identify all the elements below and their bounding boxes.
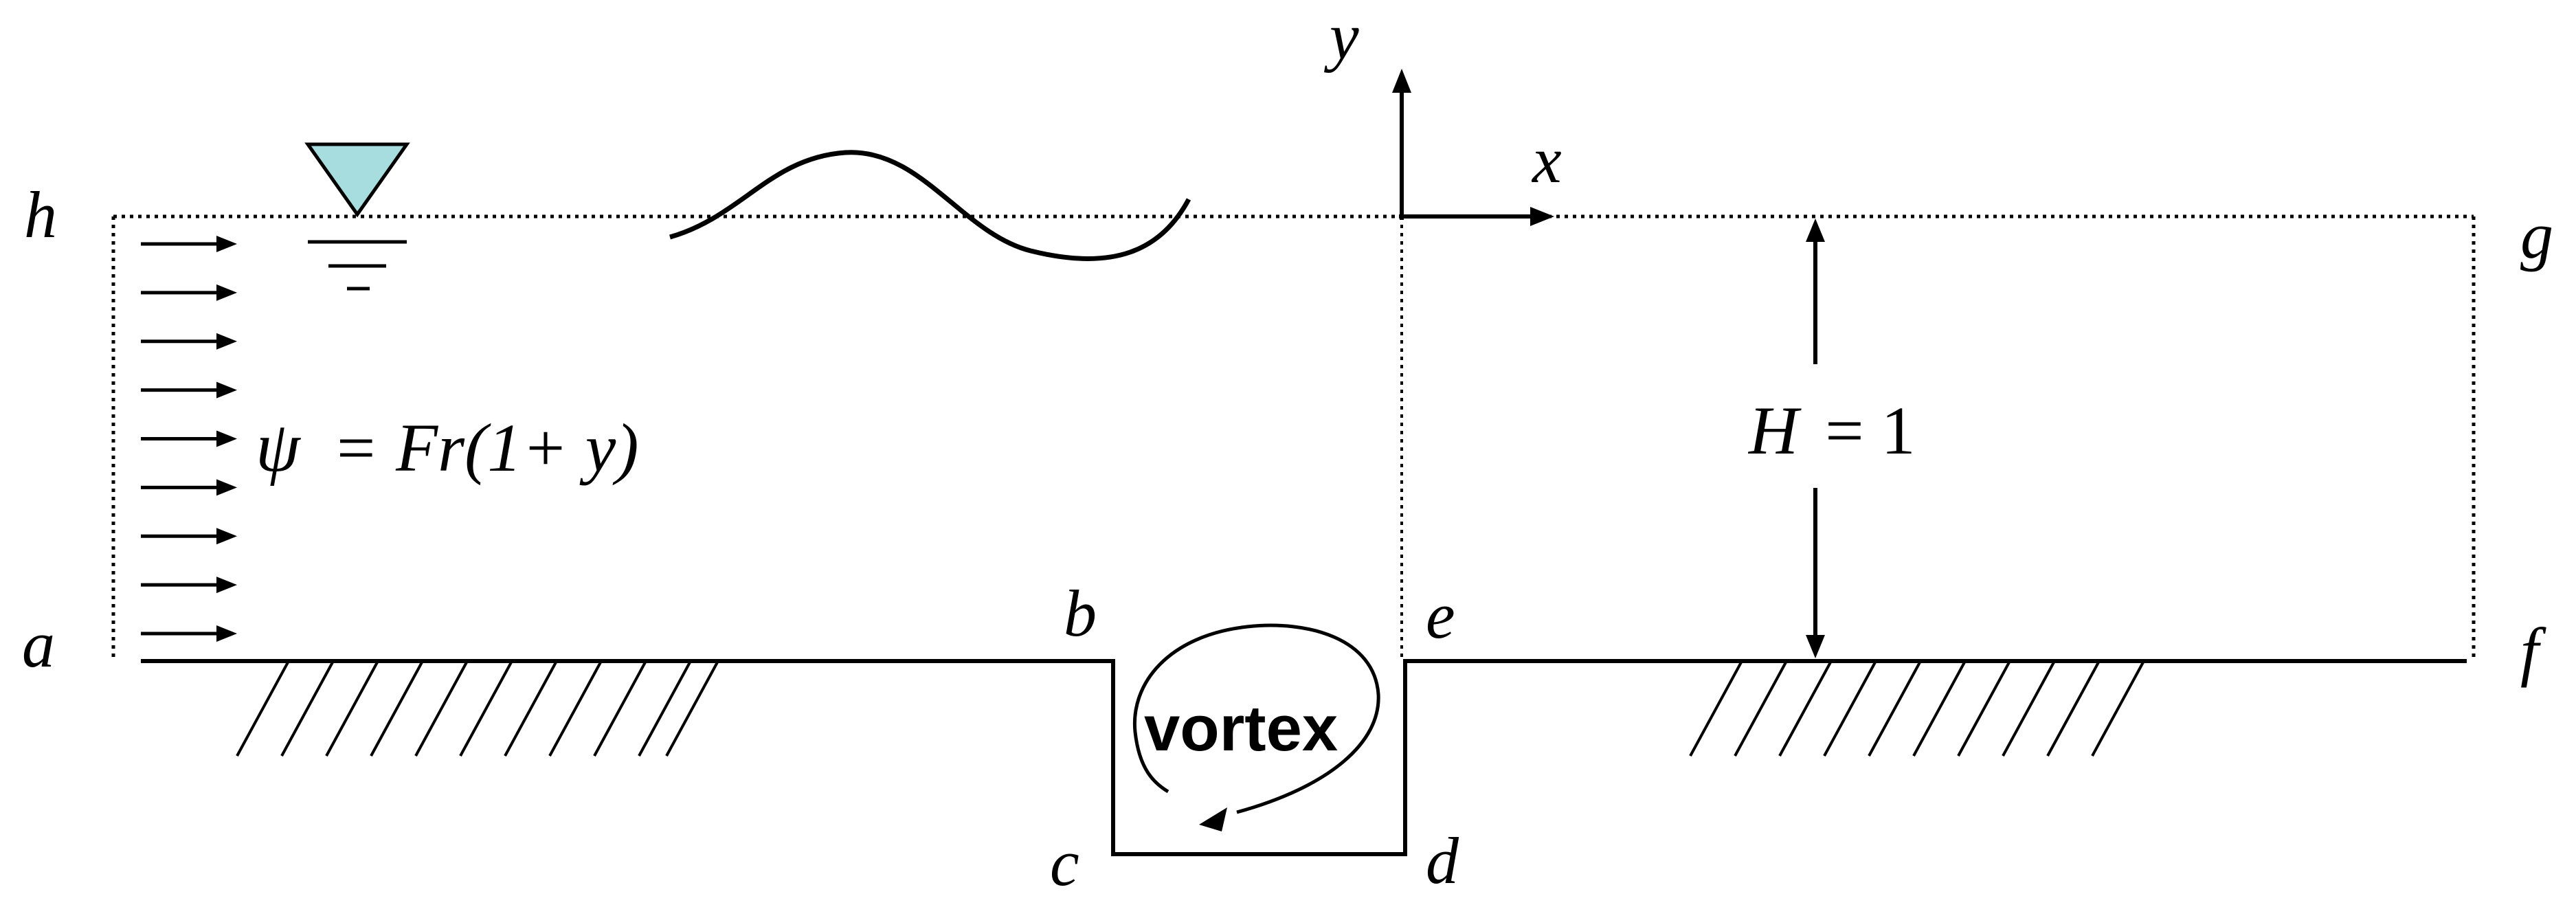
- inflow-arrow-head: [216, 333, 237, 350]
- inflow-arrow-head: [216, 577, 237, 594]
- vortex-label: vortex: [1144, 692, 1338, 764]
- depth-dimension-arrows: [1806, 219, 1825, 658]
- inflow-arrow-head: [216, 430, 237, 447]
- inflow-arrow-head: [216, 284, 237, 301]
- corner-label-f: f: [2520, 614, 2546, 688]
- inflow-rhs: = Fr(1+ y): [333, 410, 639, 486]
- psi-symbol: ψ: [256, 407, 302, 487]
- surface-wave-curve: [669, 150, 1191, 261]
- corner-label-d: d: [1426, 824, 1459, 897]
- corner-label-g: g: [2520, 199, 2553, 272]
- vortex-circulation-icon: [1132, 623, 1380, 831]
- corner-label-a: a: [22, 607, 55, 681]
- inflow-arrow-head: [216, 528, 237, 545]
- depth-label: H = 1: [1747, 392, 1916, 469]
- inflow-arrow-head: [216, 236, 237, 252]
- axis-label-x: x: [1531, 123, 1562, 197]
- depth-eq: = 1: [1825, 392, 1915, 469]
- corner-label-e: e: [1426, 579, 1455, 652]
- corner-label-c: c: [1050, 826, 1079, 900]
- free-surface-icon: [304, 142, 410, 291]
- inflow-arrow-head: [216, 625, 237, 642]
- inflow-stream-function: ψ = Fr(1+ y): [256, 407, 639, 487]
- inflow-arrow-head: [216, 381, 237, 399]
- corner-label-h: h: [24, 178, 57, 252]
- left-wall-hatching: [236, 660, 719, 757]
- bottom-wall-with-cavity: [141, 659, 2467, 856]
- corner-label-b: b: [1064, 577, 1097, 650]
- depth-var: H: [1747, 392, 1802, 469]
- right-wall-hatching: [1689, 660, 2145, 757]
- inflow-arrows: [141, 236, 237, 642]
- axis-arrows: [1392, 69, 1554, 226]
- inflow-arrow-head: [216, 479, 237, 496]
- axis-label-y: y: [1323, 0, 1359, 73]
